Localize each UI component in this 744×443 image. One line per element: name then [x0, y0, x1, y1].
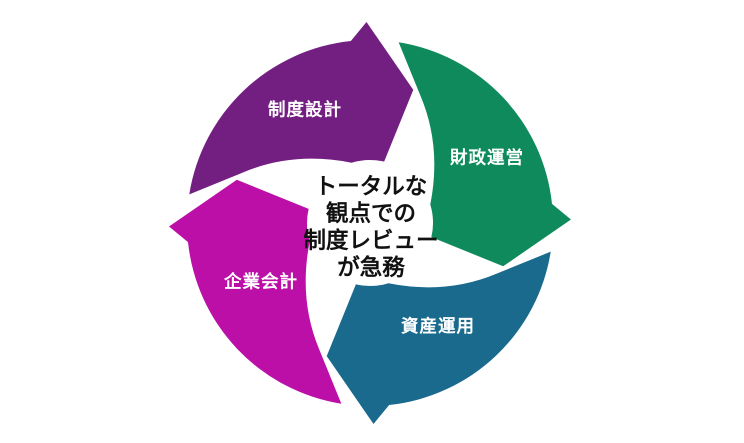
segment-label-system-design: 制度設計 — [268, 100, 342, 121]
center-message: トータルな 観点での 制度レビュー が急務 — [303, 174, 438, 281]
center-text-line-4: が急務 — [337, 254, 405, 281]
segment-label-corporate-accounting: 企業会計 — [223, 272, 298, 293]
segment-label-asset-management: 資産運用 — [401, 316, 475, 337]
cycle-arrow-asset-management — [326, 251, 551, 424]
cycle-arrow-fiscal-management — [398, 42, 571, 267]
cycle-arrow-system-design — [189, 22, 414, 195]
cycle-arrows — [169, 22, 571, 424]
cycle-arrow-corporate-accounting — [169, 179, 342, 404]
center-text-line-1: トータルな — [315, 174, 428, 200]
center-text-line-2: 観点での — [326, 200, 416, 227]
segment-label-fiscal-management: 財政運営 — [449, 148, 524, 169]
cycle-arrow-labels: 制度設計 財政運営 資産運用 企業会計 — [223, 100, 524, 338]
center-text-line-3: 制度レビュー — [303, 227, 438, 254]
